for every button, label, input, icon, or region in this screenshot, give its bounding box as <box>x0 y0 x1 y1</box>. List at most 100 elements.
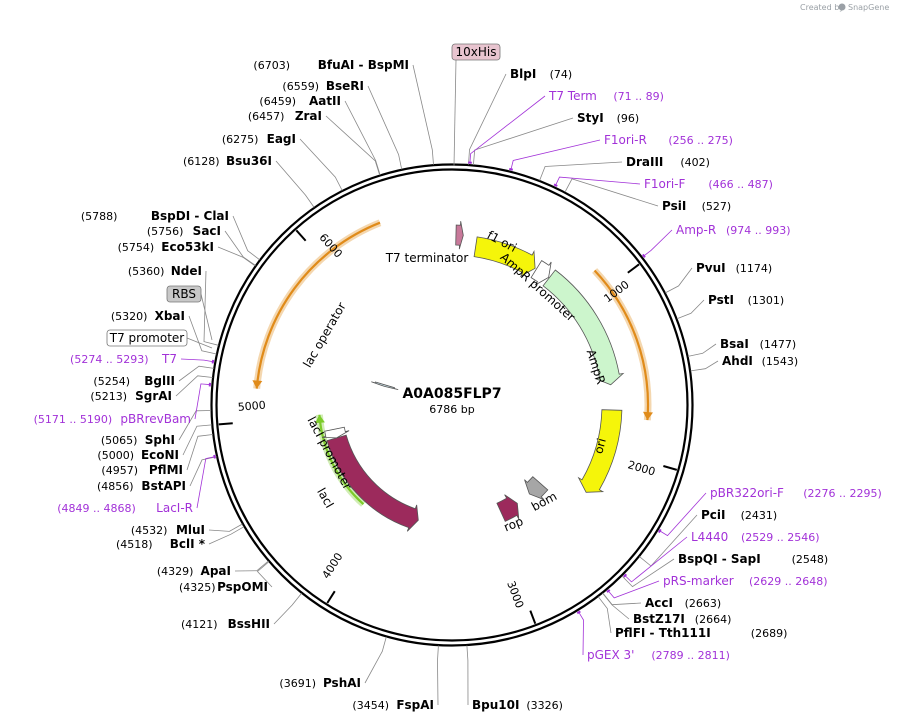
site-position: (6559) <box>282 80 319 93</box>
site-zrai[interactable]: ZraI(6457) <box>248 109 322 123</box>
tick-mark <box>529 610 537 625</box>
site-pvui[interactable]: PvuI(1174) <box>696 261 772 275</box>
feature-lac-operator[interactable] <box>371 381 399 390</box>
site-pspomi[interactable]: PspOMI(4325) <box>179 580 268 594</box>
tick-label: 2000 <box>626 458 657 478</box>
feature-rop[interactable] <box>496 494 520 522</box>
orf-outer-right[interactable] <box>593 269 650 421</box>
site-labels[interactable]: BlpI(74) StyI(96) DraIII(402) PsiI(527) PvuI… <box>34 43 882 712</box>
label-leaders <box>175 59 719 706</box>
primer-f1ori-r[interactable]: F1ori-R (256 .. 275) <box>604 133 733 147</box>
primer-binding-mark <box>641 253 646 258</box>
primer-leader <box>642 229 673 257</box>
site-position: (1543) <box>762 355 799 368</box>
site-name: FspAI <box>396 698 434 712</box>
site-eco53ki[interactable]: Eco53kI(5754) <box>118 240 214 254</box>
site-ndei[interactable]: NdeI(5360) <box>128 264 202 278</box>
site-bcli[interactable]: BclI *(4518) <box>116 537 206 551</box>
site-position: (5754) <box>118 241 155 254</box>
site-bsai[interactable]: BsaI(1477) <box>720 337 796 351</box>
site-leader <box>175 375 213 397</box>
tick-mark <box>627 263 640 274</box>
site-blpi[interactable]: BlpI(74) <box>510 67 572 81</box>
orf-inner-left[interactable] <box>318 414 365 506</box>
primer-t7[interactable]: T7(5274 .. 5293) <box>70 352 177 366</box>
site-xbai[interactable]: XbaI(5320) <box>111 309 185 323</box>
site-position: (3326) <box>526 699 563 712</box>
primer-f1ori-f[interactable]: F1ori-F(466 .. 487) <box>644 177 773 191</box>
site-acci[interactable]: AccI(2663) <box>645 596 721 610</box>
tag-t7-promoter[interactable]: T7 promoter <box>106 329 188 347</box>
site-name: PspOMI <box>217 580 268 594</box>
site-bsshii[interactable]: BssHII(4121) <box>181 617 270 631</box>
site-name: PflFI - Tth111I <box>615 626 711 640</box>
site-pflfi-tth111i[interactable]: PflFI - Tth111I(2689) <box>615 626 787 640</box>
feature-ori[interactable] <box>577 409 623 493</box>
site-bsu36i[interactable]: Bsu36I(6128) <box>183 154 272 168</box>
site-mlui[interactable]: MluI(4532) <box>131 523 205 537</box>
site-position: (4121) <box>181 618 218 631</box>
site-eagi[interactable]: EagI(6275) <box>222 132 296 146</box>
feature-t7-terminator[interactable] <box>455 221 464 250</box>
site-psti[interactable]: PstI(1301) <box>708 293 784 307</box>
feature-bom[interactable] <box>524 476 549 500</box>
primer-pgex-3[interactable]: pGEX 3'(2789 .. 2811) <box>587 648 730 662</box>
site-saci[interactable]: SacI(5756) <box>147 224 221 238</box>
site-bstz17i[interactable]: BstZ17I(2664) <box>633 612 731 626</box>
site-name: ApaI <box>201 564 231 578</box>
primer-leader <box>180 358 214 363</box>
site-name: AatII <box>309 94 341 108</box>
feature-label-t7-terminator: T7 terminator <box>385 251 469 265</box>
site-name: ZraI <box>295 109 322 123</box>
site-bpu10i[interactable]: Bpu10I(3326) <box>472 698 563 712</box>
site-fspai[interactable]: FspAI(3454) <box>352 698 434 712</box>
site-sgrai[interactable]: SgrAI(5213) <box>90 389 172 403</box>
primer-name: L4440 <box>691 530 728 544</box>
tag-leader <box>200 293 213 341</box>
tag-rbs[interactable]: RBS <box>166 285 202 303</box>
site-apai[interactable]: ApaI(4329) <box>157 564 231 578</box>
primer-pbr322ori-f[interactable]: pBR322ori-F(2276 .. 2295) <box>710 486 882 500</box>
site-sphi[interactable]: SphI(5065) <box>101 433 175 447</box>
site-econi[interactable]: EcoNI(5000) <box>97 448 179 462</box>
tag-10xhis[interactable]: 10xHis <box>451 43 501 61</box>
feature-ampr-promoter[interactable] <box>530 260 552 286</box>
site-ahdi[interactable]: AhdI(1543) <box>722 354 798 368</box>
site-bfuai-bspmi[interactable]: BfuAI - BspMI(6703) <box>253 58 409 72</box>
feature-laci[interactable] <box>326 434 419 532</box>
credit-brand[interactable]: SnapGene <box>848 3 889 12</box>
site-bglii[interactable]: BglII(5254) <box>93 374 175 388</box>
primer-position: (256 .. 275) <box>668 134 733 147</box>
site-psii[interactable]: PsiI(527) <box>662 199 731 213</box>
site-bstapi[interactable]: BstAPI(4856) <box>97 479 186 493</box>
site-bspqi-sapi[interactable]: BspQI - SapI(2548) <box>678 552 828 566</box>
primer-pbrrevbam[interactable]: pBRrevBam(5171 .. 5190) <box>34 412 191 426</box>
site-aatii[interactable]: AatII(6459) <box>259 94 341 108</box>
primer-amp-r[interactable]: Amp-R(974 .. 993) <box>676 223 791 237</box>
site-styi[interactable]: StyI(96) <box>577 111 639 125</box>
feature-laci-promoter[interactable] <box>321 426 350 439</box>
site-pshai[interactable]: PshAI(3691) <box>279 676 361 690</box>
primer-name: F1ori-R <box>604 133 647 147</box>
site-draiii[interactable]: DraIII(402) <box>626 155 710 169</box>
feature-ampr[interactable] <box>542 269 625 386</box>
site-position: (5213) <box>90 390 127 403</box>
site-pcii[interactable]: PciI(2431) <box>701 508 777 522</box>
primer-laci-r[interactable]: LacI-R(4849 .. 4868) <box>57 501 193 515</box>
site-name: SphI <box>145 433 175 447</box>
site-bseri[interactable]: BseRI(6559) <box>282 79 364 93</box>
orf-outer-left[interactable] <box>255 221 381 389</box>
site-leader <box>364 636 387 684</box>
primer-t7-term[interactable]: T7 Term(71 .. 89) <box>548 89 664 103</box>
primer-position: (466 .. 487) <box>708 178 773 191</box>
primer-prs-marker[interactable]: pRS-marker(2629 .. 2648) <box>663 574 828 588</box>
site-pflmi[interactable]: PflMI(4957) <box>101 463 183 477</box>
primer-leader <box>469 95 546 164</box>
primer-l4440[interactable]: L4440(2529 .. 2546) <box>691 530 820 544</box>
feature-f1-ori[interactable] <box>473 236 536 278</box>
site-bspdi-clai[interactable]: BspDI - ClaI(5788) <box>81 209 229 223</box>
site-position: (1477) <box>760 338 797 351</box>
primer-leader <box>607 580 660 599</box>
site-leader <box>602 592 630 620</box>
